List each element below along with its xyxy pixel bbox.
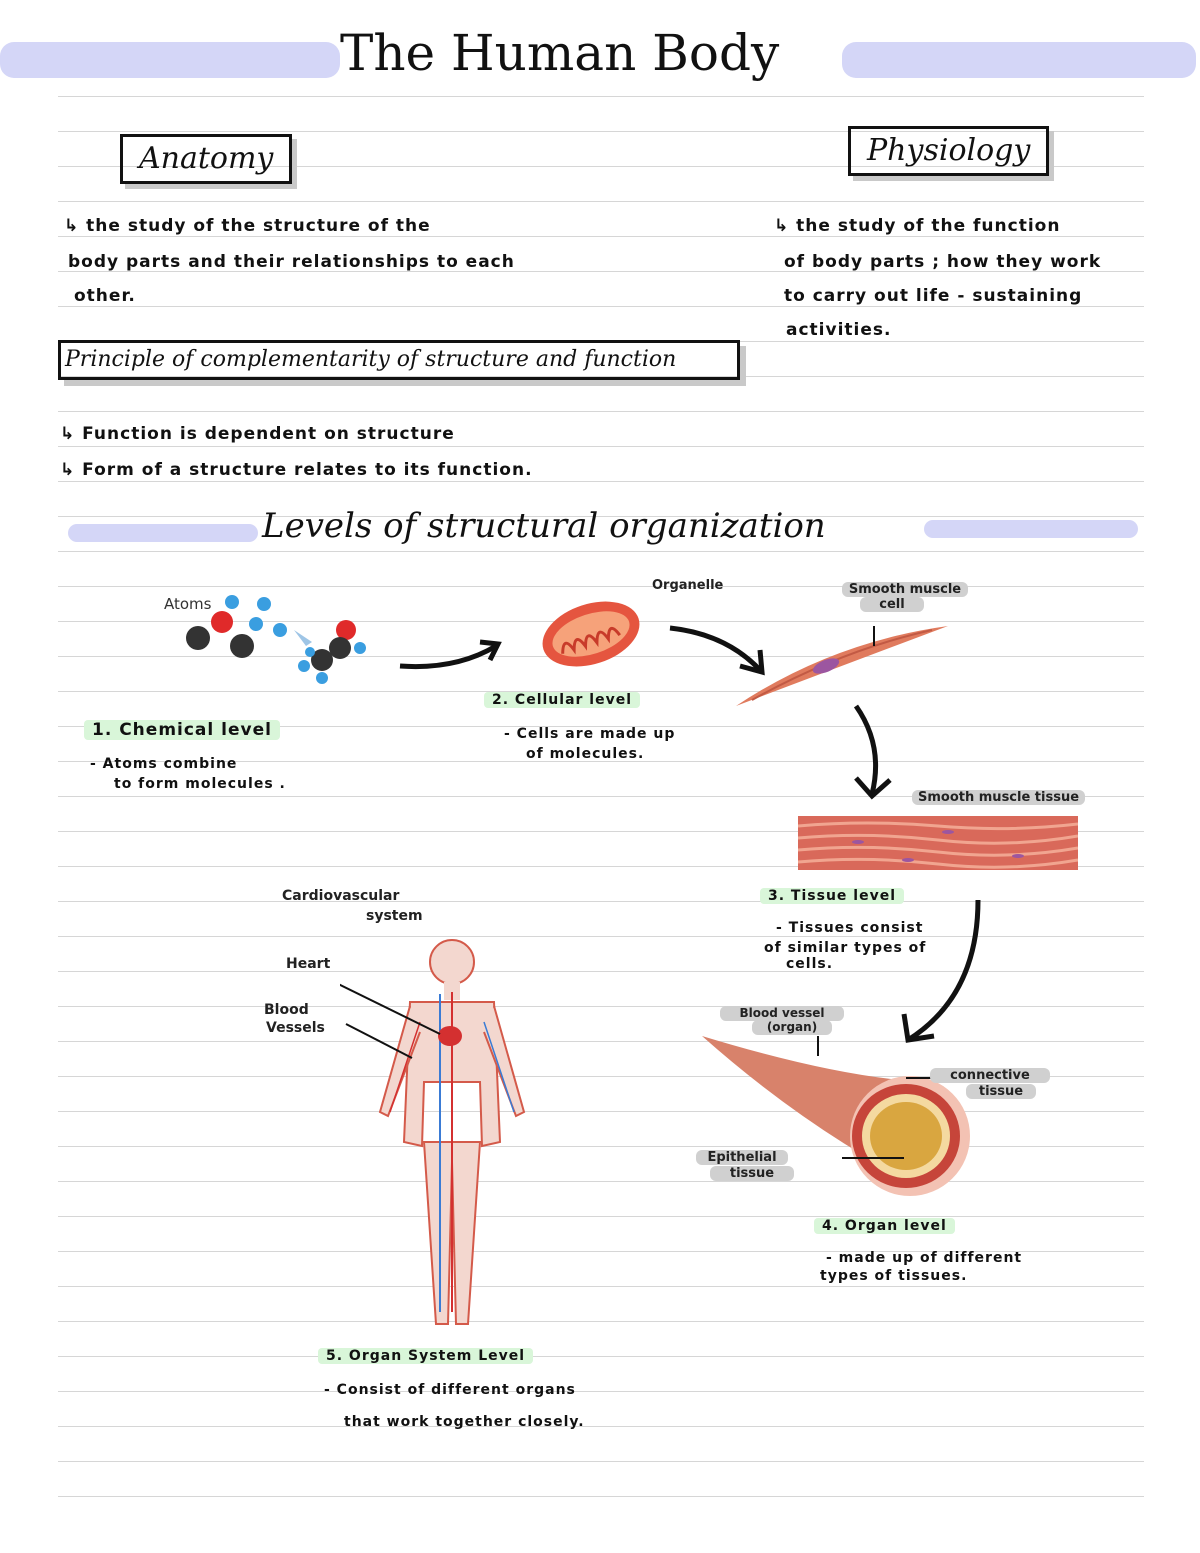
physiology-line-2: of body parts ; how they work xyxy=(784,252,1102,272)
heart-tag: Heart xyxy=(286,956,331,972)
cardiovascular-system-tag-line1: Cardiovascular xyxy=(282,888,400,904)
tissue-line-2: of similar types of xyxy=(764,940,927,956)
atoms-molecule-illustration xyxy=(186,595,366,684)
principle-line-1: ↳ Function is dependent on structure xyxy=(60,424,455,444)
levels-heading: Levels of structural organization xyxy=(262,506,826,546)
principle-line-2: ↳ Form of a structure relates to its fun… xyxy=(60,460,533,480)
organ-level-heading: 4. Organ level xyxy=(814,1218,955,1234)
physiology-line-1: ↳ the study of the function xyxy=(774,216,1061,236)
title-band-right xyxy=(842,42,1196,78)
mitochondrion-illustration xyxy=(542,601,640,667)
atoms-label: Atoms xyxy=(164,595,212,613)
organ-system-level-heading: 5. Organ System Level xyxy=(318,1348,534,1364)
arrow-tissue-to-organ xyxy=(901,899,981,1043)
section-band-right xyxy=(924,520,1138,538)
smooth-muscle-tissue-illustration xyxy=(798,816,1078,870)
tissue-line-1: - Tissues consist xyxy=(776,920,924,936)
organ-system-line-2: that work together closely. xyxy=(344,1414,585,1430)
cellular-line-1: - Cells are made up xyxy=(504,726,676,742)
chemical-line-2: to form molecules . xyxy=(114,776,286,792)
blood-vessel-tag-line1: Blood vessel xyxy=(720,1006,844,1021)
physiology-label: Physiology xyxy=(848,126,1050,176)
tissue-level-heading: 3. Tissue level xyxy=(760,888,904,904)
anatomy-line-2: body parts and their relationships to ea… xyxy=(68,252,515,272)
anatomy-line-1: ↳ the study of the structure of the xyxy=(64,216,431,236)
organ-line-2: types of tissues. xyxy=(820,1268,968,1284)
physiology-line-4: activities. xyxy=(786,320,892,340)
arrow-organelle-to-cell xyxy=(669,625,765,676)
arrow-chemical-to-cellular xyxy=(399,639,502,670)
chemical-level-heading: 1. Chemical level xyxy=(84,720,280,740)
connective-tissue-tag-line1: connective xyxy=(930,1068,1050,1083)
organ-system-line-1: - Consist of different organs xyxy=(324,1382,576,1398)
smooth-muscle-cell-illustration xyxy=(736,626,948,706)
cardiovascular-system-tag-line2: system xyxy=(366,908,423,924)
anatomy-line-3: other. xyxy=(74,286,136,306)
anatomy-label: Anatomy xyxy=(120,134,293,184)
title-band-left xyxy=(0,42,340,78)
cellular-level-heading: 2. Cellular level xyxy=(484,692,641,708)
page-title: The Human Body xyxy=(340,24,780,82)
blood-vessel-illustration xyxy=(702,1036,970,1196)
cardiovascular-system-illustration xyxy=(340,939,526,1325)
connective-tissue-tag-line2: tissue xyxy=(966,1084,1036,1099)
section-band-left xyxy=(68,524,258,542)
smooth-muscle-cell-tag-line1: Smooth muscle xyxy=(842,582,968,597)
organ-line-1: - made up of different xyxy=(826,1250,1023,1266)
smooth-muscle-tissue-tag: Smooth muscle tissue xyxy=(912,790,1086,805)
blood-vessel-tag-line2: (organ) xyxy=(752,1020,832,1035)
blood-vessels-tag-line2: Vessels xyxy=(266,1020,325,1036)
epithelial-tissue-tag-line2: tissue xyxy=(710,1166,794,1181)
principle-box: Principle of complementarity of structur… xyxy=(58,340,740,380)
tissue-line-3: cells. xyxy=(786,956,834,972)
arrow-cell-to-tissue xyxy=(853,704,892,800)
cellular-line-2: of molecules. xyxy=(526,746,645,762)
physiology-line-3: to carry out life - sustaining xyxy=(784,286,1083,306)
epithelial-tissue-tag-line1: Epithelial xyxy=(696,1150,788,1165)
organelle-tag: Organelle xyxy=(652,578,724,593)
smooth-muscle-cell-tag-line2: cell xyxy=(860,597,924,612)
chemical-line-1: - Atoms combine xyxy=(90,756,238,772)
blood-vessels-tag-line1: Blood xyxy=(264,1002,309,1018)
